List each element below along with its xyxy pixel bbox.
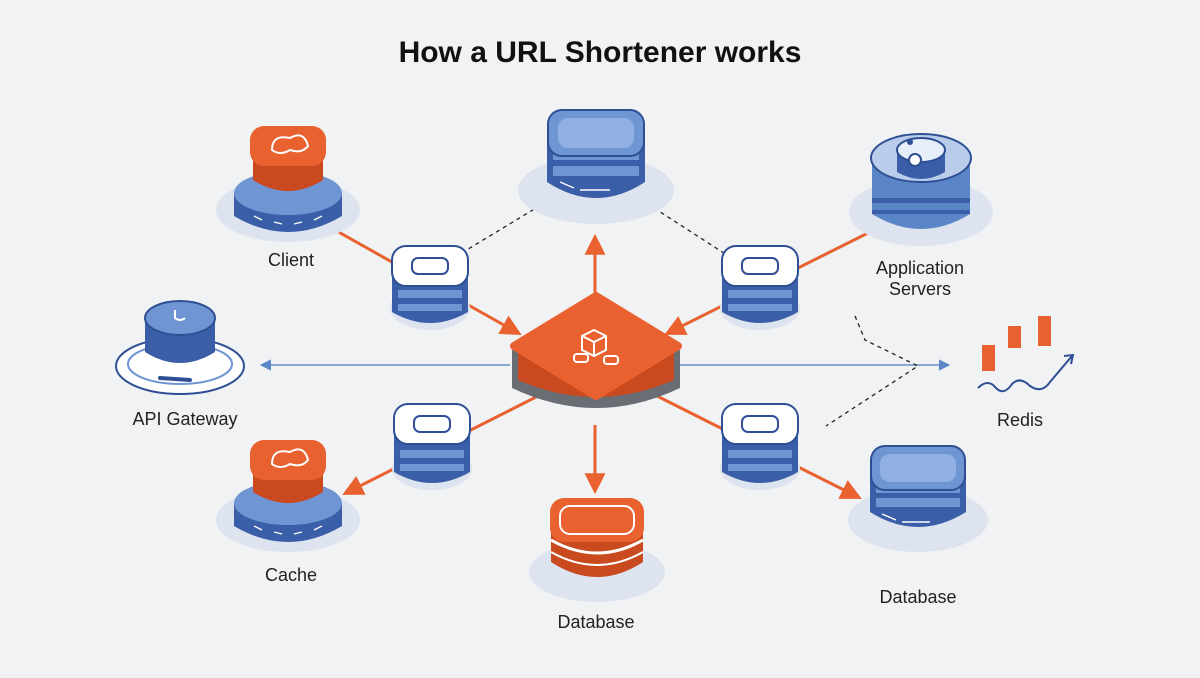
client-node[interactable] bbox=[216, 126, 360, 242]
redis-chart-icon bbox=[977, 316, 1075, 393]
cloud-icon bbox=[270, 134, 310, 154]
dashed-link-redis bbox=[825, 315, 920, 427]
server-icon bbox=[908, 153, 922, 167]
gateway-icon bbox=[174, 310, 186, 321]
top-database-node[interactable] bbox=[518, 109, 674, 224]
right-database-node[interactable] bbox=[848, 445, 988, 552]
central-hub-node[interactable] bbox=[510, 292, 682, 408]
label-api-gateway: API Gateway bbox=[132, 409, 238, 429]
center-database-node[interactable] bbox=[529, 498, 665, 602]
api-gateway-node[interactable] bbox=[115, 300, 245, 395]
label-servers: Servers bbox=[888, 279, 951, 299]
hub-upper-right[interactable] bbox=[720, 245, 800, 330]
dashed-link-left bbox=[454, 207, 537, 258]
dashed-link-right bbox=[653, 207, 731, 258]
hub-lower-left[interactable] bbox=[392, 403, 472, 490]
hub-lower-right[interactable] bbox=[720, 403, 800, 490]
hub-upper-left[interactable] bbox=[390, 245, 470, 330]
application-servers-node[interactable] bbox=[849, 133, 993, 246]
diagram-title: How a URL Shortener works bbox=[398, 36, 802, 69]
cloud-icon bbox=[270, 448, 310, 468]
label-client: Client bbox=[267, 250, 315, 270]
cache-node[interactable] bbox=[216, 440, 360, 552]
box-icon bbox=[573, 328, 619, 365]
label-cache: Cache bbox=[264, 565, 318, 585]
label-redis: Redis bbox=[996, 410, 1044, 430]
label-database-center: Database bbox=[557, 612, 635, 632]
label-application: Application bbox=[875, 258, 965, 278]
label-database-right: Database bbox=[879, 587, 957, 607]
